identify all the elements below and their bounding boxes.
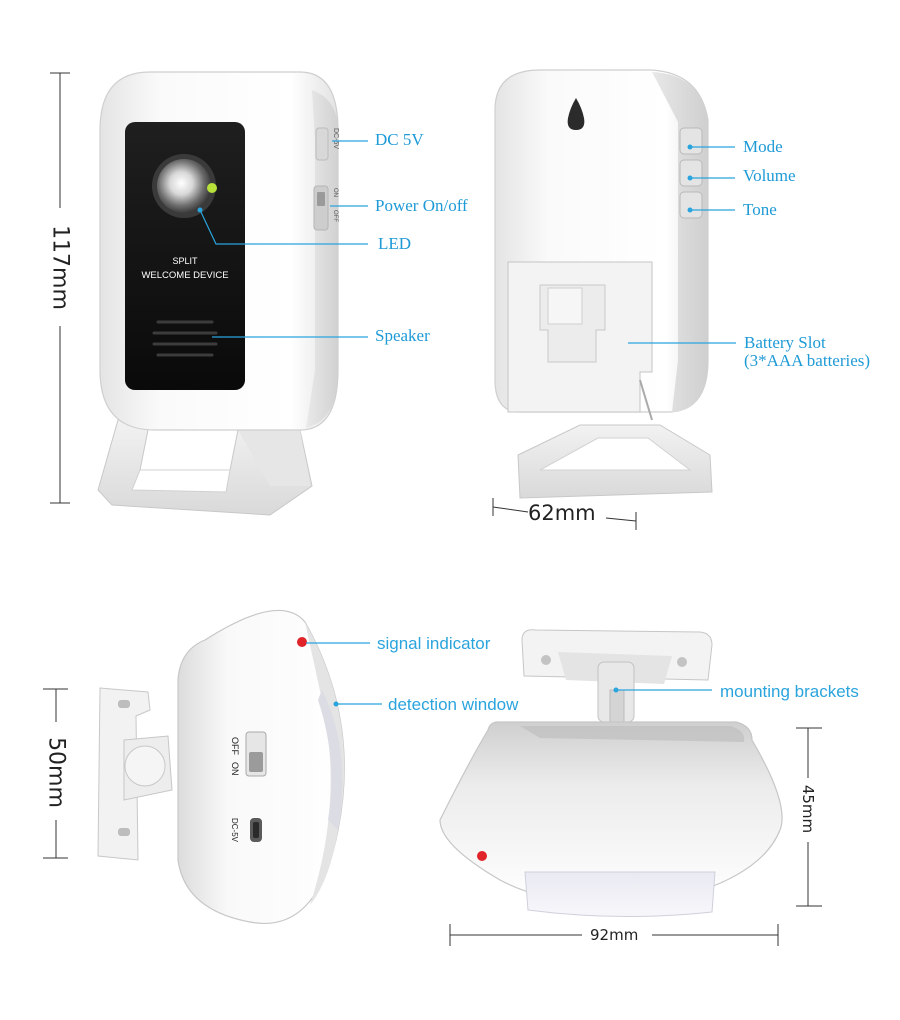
face-text-split: SPLIT	[172, 256, 198, 266]
label-mounting-brackets: mounting brackets	[720, 682, 859, 701]
speaker-grille	[152, 320, 218, 357]
label-led: LED	[378, 234, 412, 253]
label-mode: Mode	[743, 137, 783, 156]
label-signal-indicator: signal indicator	[377, 634, 491, 653]
signal-indicator-dot	[297, 637, 307, 647]
receiver-front: DC-5V ON OFF SPLIT WELCOME DEVICE	[50, 71, 368, 516]
dim-62mm: 62mm	[528, 501, 596, 525]
side-switch-off-text: OFF	[332, 210, 338, 222]
label-battery-slot: Battery Slot	[744, 333, 826, 352]
sensor-port-text: DC-5V	[230, 818, 239, 843]
led-indicator	[207, 183, 217, 193]
label-dc-5v: DC 5V	[375, 130, 424, 149]
dim-92mm: 92mm	[590, 926, 639, 944]
sensor-on-text: ON	[230, 762, 240, 776]
dim-45mm: 45mm	[799, 784, 817, 834]
side-port-text: DC-5V	[332, 128, 339, 149]
sensor-side: OFF ON DC-5V	[43, 609, 382, 924]
sensor-off-text: OFF	[230, 737, 240, 755]
label-speaker: Speaker	[375, 326, 430, 345]
label-tone: Tone	[743, 200, 777, 219]
side-switch-on-text: ON	[332, 188, 338, 197]
sensor-top	[439, 629, 822, 946]
receiver-back	[492, 69, 736, 530]
dim-50mm: 50mm	[43, 737, 69, 808]
face-text-welcome: WELCOME DEVICE	[141, 270, 228, 281]
label-volume: Volume	[743, 166, 796, 185]
label-battery-count: (3*AAA batteries)	[744, 351, 871, 370]
label-detection-window: detection window	[388, 695, 519, 714]
label-power-on-off: Power On/off	[375, 196, 468, 215]
dim-117mm: 117mm	[47, 225, 73, 310]
